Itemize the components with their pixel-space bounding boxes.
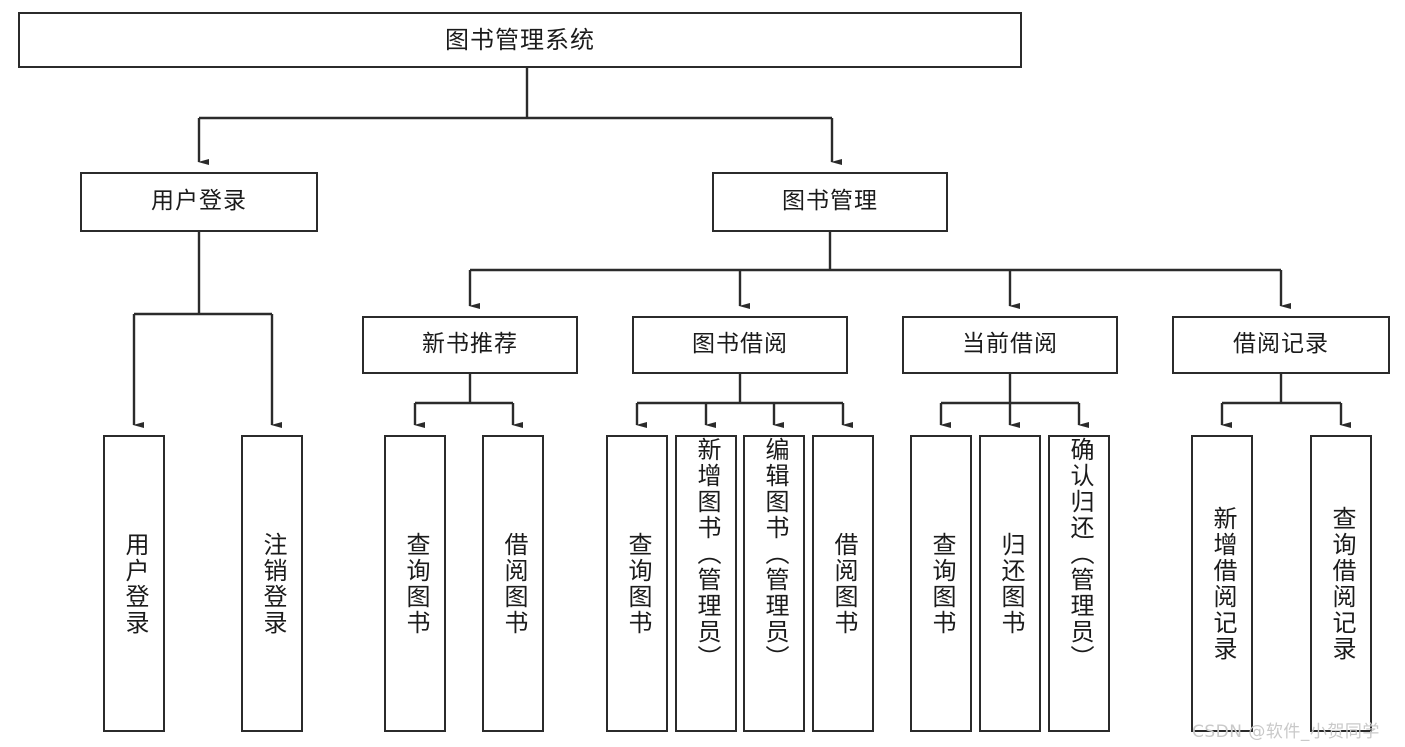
leaf-borrow-query-book[interactable]: 查询图书 — [606, 435, 668, 732]
leaf-current-return-book[interactable]: 归还图书 — [979, 435, 1041, 732]
leaf-user-login-logout[interactable]: 注销登录 — [241, 435, 303, 732]
node-label: 查询图书 — [623, 531, 652, 636]
node-label: 查询借阅记录 — [1327, 505, 1356, 662]
node-label: 图书管理系统 — [445, 25, 595, 54]
node-label: 新增图书（管理员） — [692, 437, 721, 671]
leaf-new-book-borrow[interactable]: 借阅图书 — [482, 435, 544, 732]
node-label: 图书管理 — [782, 188, 878, 215]
node-label: 编辑图书（管理员） — [760, 437, 789, 671]
leaf-new-book-query[interactable]: 查询图书 — [384, 435, 446, 732]
node-label: 用户登录 — [120, 531, 149, 636]
csdn-watermark: CSDN @软件_小贺同学 — [1192, 722, 1380, 742]
node-user-login[interactable]: 用户登录 — [80, 172, 318, 232]
leaf-current-confirm-return-admin[interactable]: 确认归还（管理员） — [1048, 435, 1110, 732]
node-current-borrow[interactable]: 当前借阅 — [902, 316, 1118, 374]
leaf-user-login-login[interactable]: 用户登录 — [103, 435, 165, 732]
node-label: 用户登录 — [151, 188, 247, 215]
node-label: 归还图书 — [996, 531, 1025, 636]
node-label: 借阅记录 — [1233, 331, 1329, 358]
node-label: 查询图书 — [927, 531, 956, 636]
node-label: 查询图书 — [401, 531, 430, 636]
leaf-borrow-add-book-admin[interactable]: 新增图书（管理员） — [675, 435, 737, 732]
leaf-current-query-book[interactable]: 查询图书 — [910, 435, 972, 732]
node-label: 新增借阅记录 — [1208, 505, 1237, 662]
node-label: 新书推荐 — [422, 331, 518, 358]
node-borrow-records[interactable]: 借阅记录 — [1172, 316, 1390, 374]
node-book-borrow[interactable]: 图书借阅 — [632, 316, 848, 374]
node-book-management[interactable]: 图书管理 — [712, 172, 948, 232]
node-label: 借阅图书 — [499, 531, 528, 636]
leaf-borrow-edit-book-admin[interactable]: 编辑图书（管理员） — [743, 435, 805, 732]
node-label: 注销登录 — [258, 531, 287, 636]
leaf-records-add-record[interactable]: 新增借阅记录 — [1191, 435, 1253, 732]
node-label: 当前借阅 — [962, 331, 1058, 358]
node-root-book-management-system[interactable]: 图书管理系统 — [18, 12, 1022, 68]
node-label: 确认归还（管理员） — [1065, 437, 1094, 671]
leaf-borrow-borrow-book[interactable]: 借阅图书 — [812, 435, 874, 732]
leaf-records-query-record[interactable]: 查询借阅记录 — [1310, 435, 1372, 732]
node-new-book-recommend[interactable]: 新书推荐 — [362, 316, 578, 374]
node-label: 借阅图书 — [829, 531, 858, 636]
node-label: 图书借阅 — [692, 331, 788, 358]
